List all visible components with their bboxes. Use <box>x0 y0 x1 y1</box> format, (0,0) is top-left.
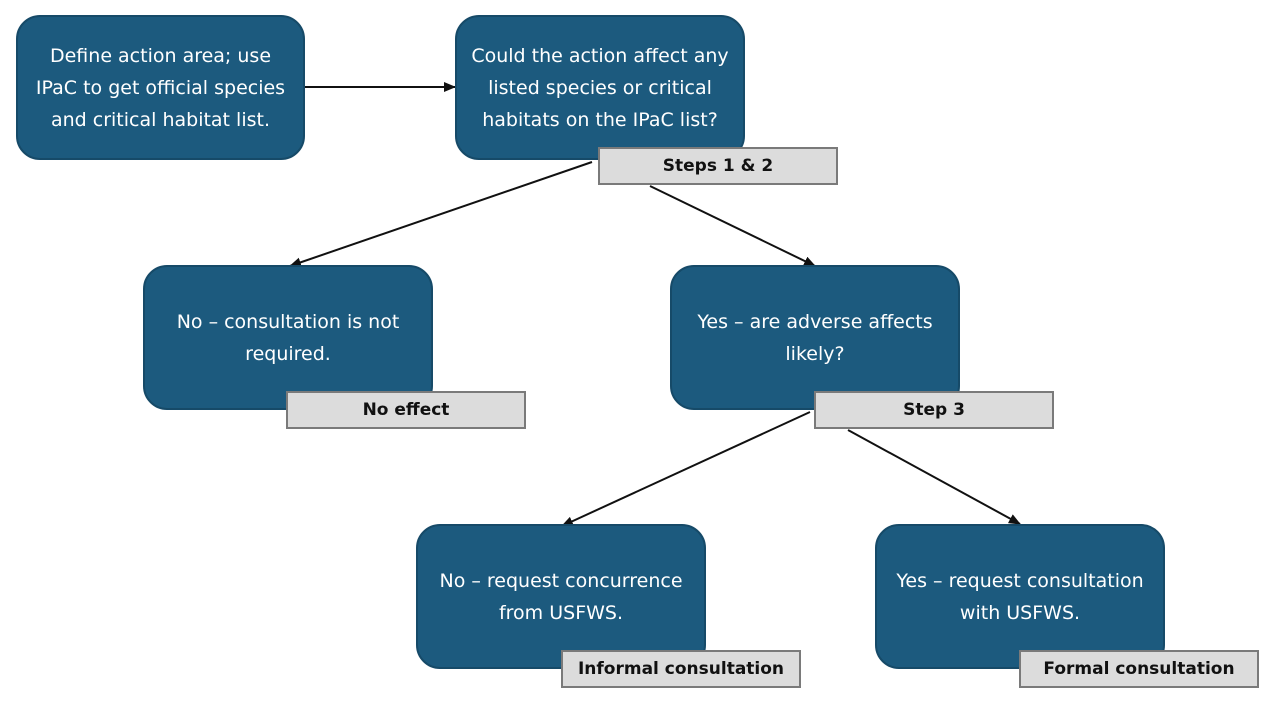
node-no-consultation-text: No – consultation is not required. <box>176 310 400 365</box>
node-request-consultation-text: Yes – request consultation with USFWS. <box>896 569 1144 624</box>
node-adverse-affects-likely: Yes – are adverse affects likely? <box>670 265 960 410</box>
tag-steps-1-2: Steps 1 & 2 <box>598 147 838 185</box>
node-request-concurrence: No – request concurrence from USFWS. <box>416 524 706 669</box>
node-could-action-affect: Could the action affect any listed speci… <box>455 15 745 160</box>
node-adverse-affects-likely-text: Yes – are adverse affects likely? <box>697 310 933 365</box>
tag-no-effect: No effect <box>286 391 526 429</box>
tag-step-3: Step 3 <box>814 391 1054 429</box>
node-define-action-area-text: Define action area; use IPaC to get offi… <box>35 44 286 131</box>
node-request-consultation: Yes – request consultation with USFWS. <box>875 524 1165 669</box>
arrow-could-affect-to-adverse <box>649 185 816 267</box>
arrow-adverse-to-concurrence <box>561 411 811 527</box>
node-could-action-affect-text: Could the action affect any listed speci… <box>471 44 729 131</box>
node-no-consultation: No – consultation is not required. <box>143 265 433 410</box>
tag-formal-consultation: Formal consultation <box>1019 650 1259 688</box>
node-define-action-area: Define action area; use IPaC to get offi… <box>16 15 305 160</box>
arrow-adverse-to-consultation <box>847 429 1021 525</box>
node-request-concurrence-text: No – request concurrence from USFWS. <box>439 569 683 624</box>
tag-informal-consultation: Informal consultation <box>561 650 801 688</box>
arrow-could-affect-to-no-consultation <box>289 161 593 268</box>
